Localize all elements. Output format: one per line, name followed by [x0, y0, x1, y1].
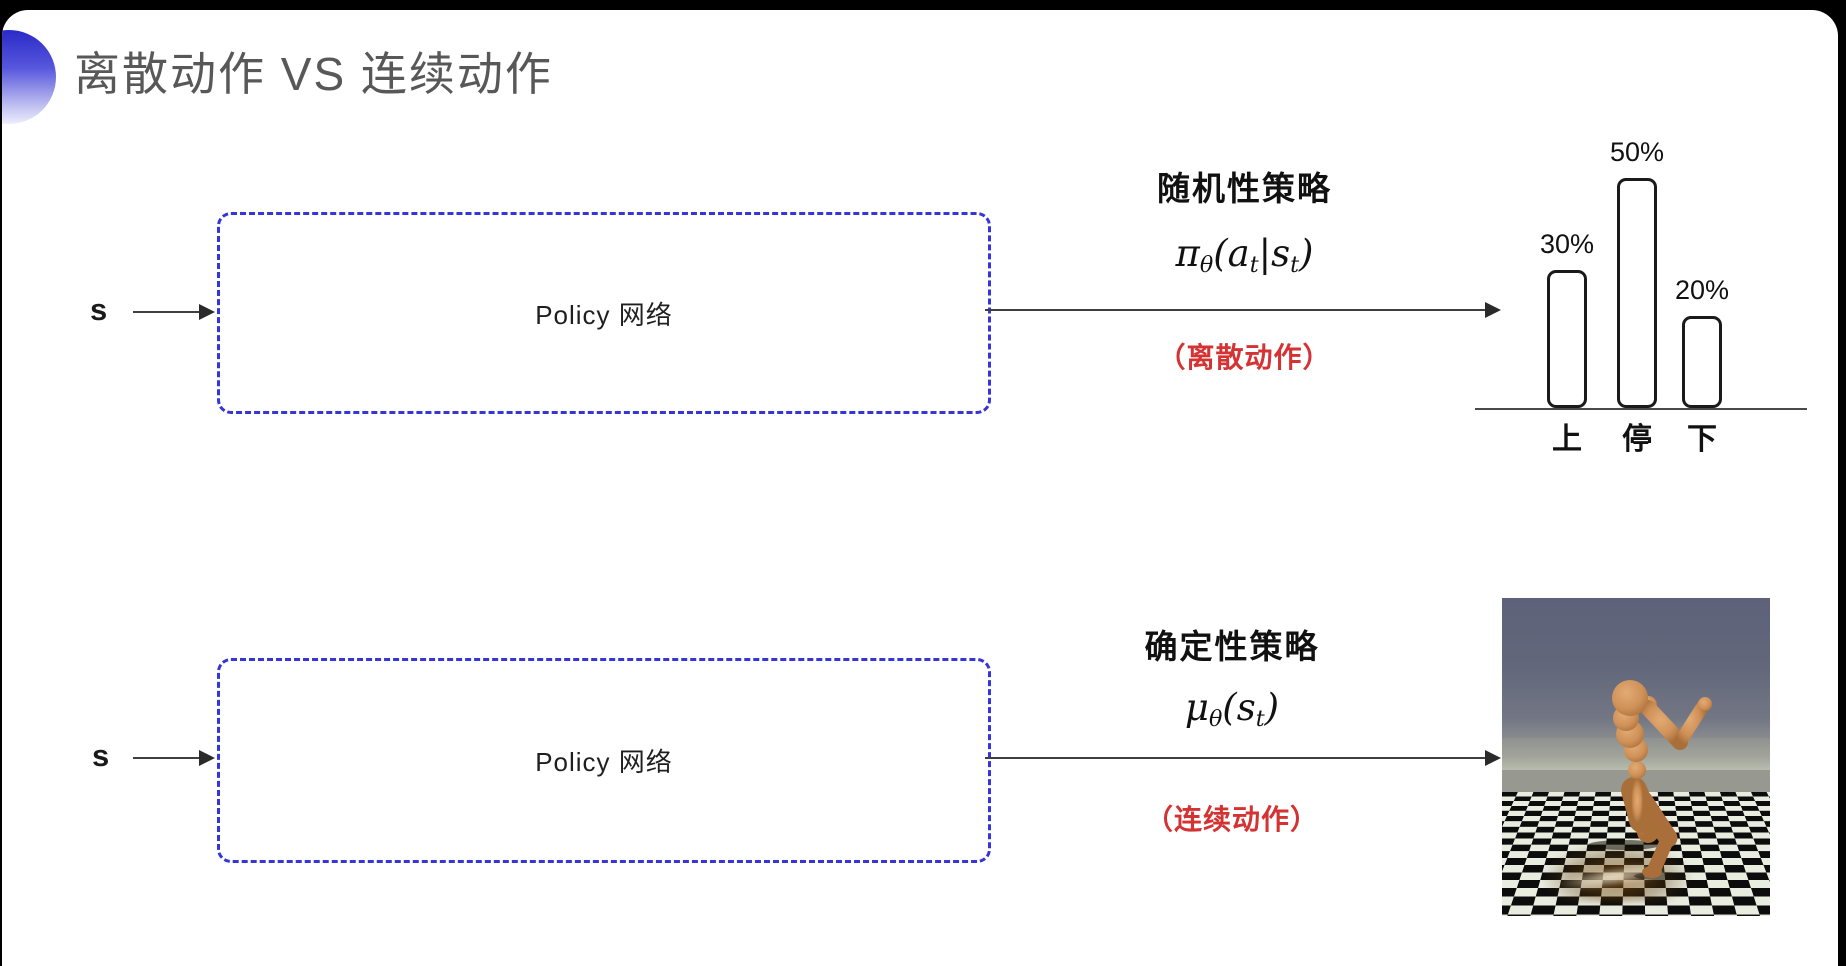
formula-symbol: μ — [1184, 686, 1209, 729]
formula-paren: ( — [1213, 232, 1228, 275]
formula-arg: s — [1236, 686, 1256, 729]
discrete-action-caption: （离散动作） — [1157, 342, 1332, 374]
formula-symbol: π — [1175, 232, 1200, 275]
bar-column-down: 20% — [1670, 275, 1734, 408]
stochastic-policy-text: 随机性策略 πθ(at|st) （离散动作） — [1092, 162, 1397, 376]
x-axis-line — [1475, 408, 1807, 410]
stochastic-policy-title: 随机性策略 — [1157, 170, 1332, 207]
deterministic-policy-title: 确定性策略 — [1144, 628, 1320, 665]
arrow-head-icon — [199, 750, 215, 766]
arrow-shaft — [985, 757, 1487, 759]
bar-down — [1682, 316, 1722, 408]
bar-value-label: 50% — [1609, 137, 1665, 167]
bar-stop — [1617, 178, 1657, 408]
formula-paren: ) — [1264, 686, 1280, 729]
stochastic-policy-formula: πθ(at|st) — [1092, 232, 1397, 278]
arrow-head-icon — [199, 304, 215, 320]
bar-chart-category-labels: 上 停 下 — [1475, 414, 1807, 456]
state-label-bottom: s — [92, 738, 110, 773]
category-label-down: 下 — [1687, 423, 1717, 456]
slide-canvas: 离散动作 VS 连续动作 s Policy 网络 随机性策略 πθ(at|st)… — [2, 10, 1838, 966]
state-label-top: s — [90, 292, 108, 327]
continuous-action-caption: （连续动作） — [1144, 804, 1319, 836]
title-bullet-icon — [2, 30, 56, 124]
arrow-head-icon — [1485, 302, 1501, 318]
formula-paren: ) — [1299, 232, 1314, 275]
formula-subscript: t — [1249, 252, 1259, 279]
arrow-state-to-policy-top — [133, 304, 215, 320]
formula-paren: ( — [1222, 686, 1237, 729]
formula-subscript: t — [1290, 252, 1300, 279]
page-title: 离散动作 VS 连续动作 — [74, 48, 553, 100]
arrow-shaft — [985, 309, 1487, 311]
arrow-state-to-policy-bottom — [133, 750, 215, 766]
policy-network-box-bottom: Policy 网络 — [217, 658, 991, 863]
policy-network-box-top: Policy 网络 — [217, 212, 991, 414]
category-label-up: 上 — [1552, 423, 1582, 456]
arrow-shaft — [133, 757, 201, 759]
bar-value-label: 20% — [1674, 275, 1730, 305]
action-probability-bar-chart: 30% 50% 20% — [1475, 100, 1807, 410]
policy-box-label-bottom: Policy 网络 — [535, 747, 673, 777]
bar-value-label: 30% — [1539, 229, 1595, 259]
deterministic-policy-formula: μθ(st) — [1082, 686, 1382, 732]
bar-column-up: 30% — [1535, 229, 1599, 408]
formula-subscript: θ — [1208, 706, 1223, 733]
formula-subscript: θ — [1199, 252, 1214, 279]
arrow-shaft — [133, 311, 201, 313]
deterministic-policy-text: 确定性策略 μθ(st) （连续动作） — [1082, 620, 1382, 838]
humanoid-robot-figure — [1588, 680, 1712, 880]
policy-box-label-top: Policy 网络 — [535, 299, 673, 330]
formula-subscript: t — [1255, 706, 1265, 733]
arrow-policy-to-actions-top — [985, 302, 1503, 318]
formula-arg: a — [1227, 232, 1250, 275]
formula-pipe: | — [1258, 232, 1272, 275]
bar-up — [1547, 270, 1587, 408]
mujoco-humanoid-image — [1502, 598, 1770, 916]
arrow-head-icon — [1485, 750, 1501, 766]
bar-column-stop: 50% — [1605, 137, 1669, 408]
category-label-stop: 停 — [1622, 423, 1652, 456]
arrow-policy-to-actions-bottom — [985, 750, 1503, 766]
formula-arg: s — [1271, 232, 1291, 275]
